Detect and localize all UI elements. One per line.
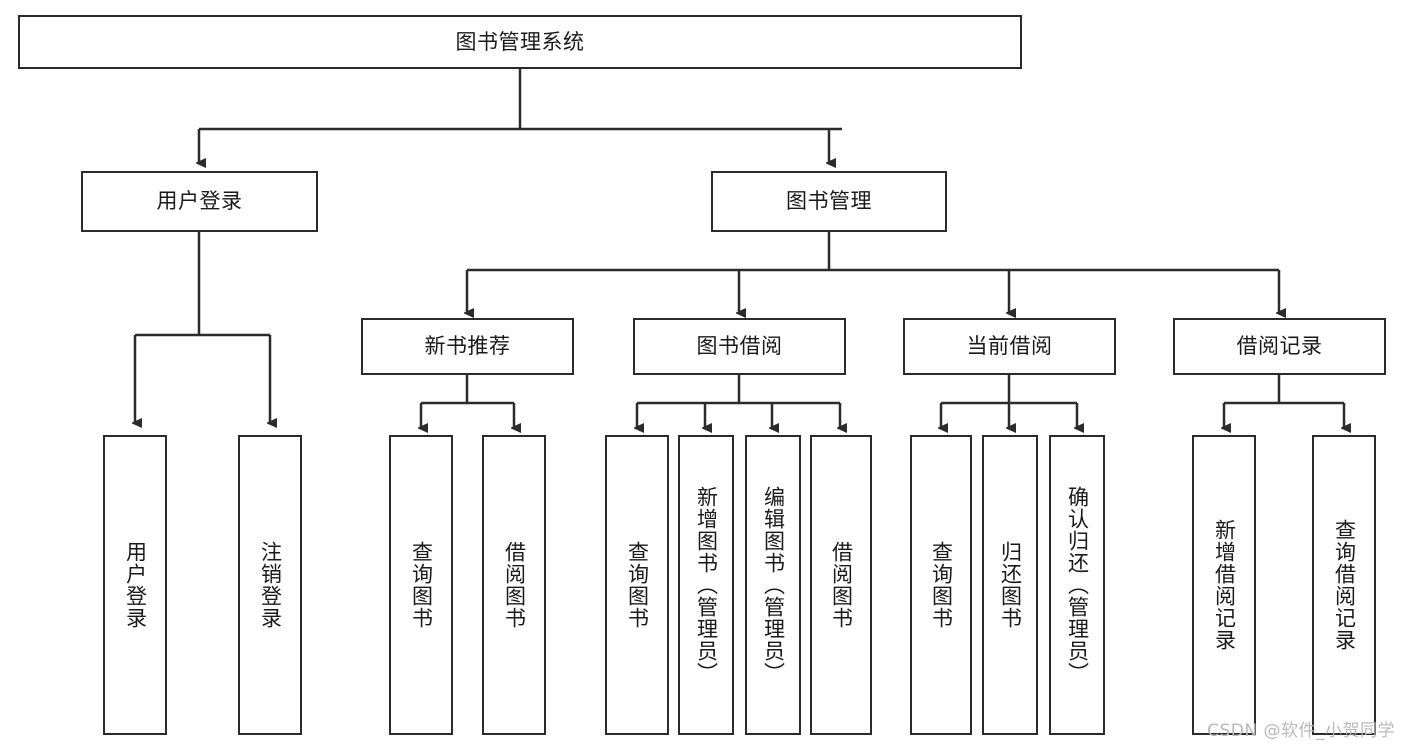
leaf-add-book-admin[interactable]: 新增图书（管理员） [678,435,734,735]
leaf-logout[interactable]: 注销登录 [238,435,302,735]
node-book-borrow[interactable]: 图书借阅 [633,318,846,375]
leaf-add-book-admin-label: 新增图书（管理员） [694,486,719,684]
leaf-user-login[interactable]: 用户登录 [103,435,167,735]
leaf-current-query-book-label: 查询图书 [929,541,954,629]
node-user-login-label: 用户登录 [156,189,243,214]
leaf-new-book-query-label: 查询图书 [409,541,434,629]
leaf-query-borrow-record-label: 查询借阅记录 [1332,519,1357,651]
node-current-borrow-label: 当前借阅 [966,334,1053,359]
node-current-borrow[interactable]: 当前借阅 [903,318,1116,375]
leaf-confirm-return-admin[interactable]: 确认归还（管理员） [1049,435,1105,735]
node-book-manage[interactable]: 图书管理 [711,171,947,232]
leaf-add-borrow-record[interactable]: 新增借阅记录 [1192,435,1256,735]
leaf-current-query-book[interactable]: 查询图书 [910,435,972,735]
leaf-borrow-book[interactable]: 借阅图书 [810,435,872,735]
node-book-manage-label: 图书管理 [786,189,872,214]
leaf-new-book-borrow-label: 借阅图书 [502,541,527,629]
leaf-edit-book-admin-label: 编辑图书（管理员） [761,486,786,684]
node-new-book-recommend-label: 新书推荐 [424,334,511,359]
leaf-confirm-return-admin-label: 确认归还（管理员） [1065,486,1090,684]
leaf-add-borrow-record-label: 新增借阅记录 [1212,519,1237,651]
leaf-return-book[interactable]: 归还图书 [982,435,1038,735]
leaf-borrow-query-book-label: 查询图书 [625,541,650,629]
node-borrow-record-label: 借阅记录 [1236,334,1323,359]
node-root-label: 图书管理系统 [455,29,585,54]
leaf-edit-book-admin[interactable]: 编辑图书（管理员） [745,435,801,735]
leaf-return-book-label: 归还图书 [998,541,1023,629]
leaf-logout-label: 注销登录 [258,541,283,629]
leaf-new-book-borrow[interactable]: 借阅图书 [482,435,546,735]
leaf-query-borrow-record[interactable]: 查询借阅记录 [1312,435,1376,735]
leaf-borrow-query-book[interactable]: 查询图书 [605,435,669,735]
leaf-borrow-book-label: 借阅图书 [829,541,854,629]
node-borrow-record[interactable]: 借阅记录 [1173,318,1386,375]
node-book-borrow-label: 图书借阅 [696,334,783,359]
node-root[interactable]: 图书管理系统 [18,15,1022,69]
node-user-login[interactable]: 用户登录 [81,171,318,232]
leaf-new-book-query[interactable]: 查询图书 [389,435,453,735]
leaf-user-login-label: 用户登录 [123,541,148,629]
node-new-book-recommend[interactable]: 新书推荐 [361,318,574,375]
